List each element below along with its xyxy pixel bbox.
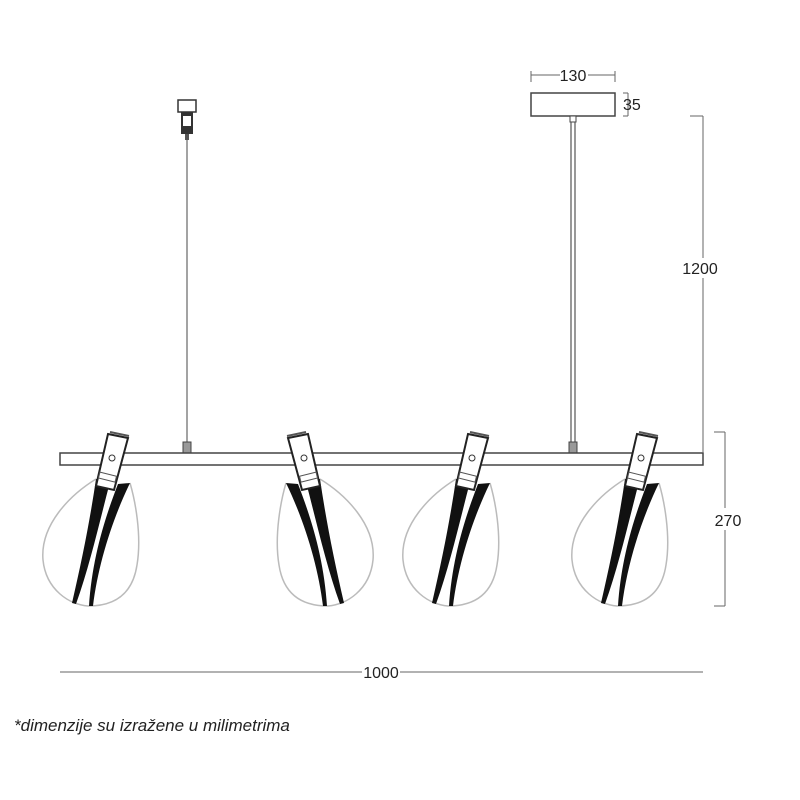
lamp-bar (59, 452, 704, 466)
canopy-height-label: 35 (623, 97, 641, 114)
dimension-canopy-width (530, 71, 616, 82)
canopy-width-label: 130 (560, 68, 587, 85)
units-footnote: *dimenzije su izražene u milimetrima (14, 716, 290, 735)
fixture-height-label: 270 (715, 513, 742, 530)
canopy-connector (569, 115, 577, 123)
dimension-suspension-length (690, 115, 704, 453)
dimension-canopy-height (623, 92, 629, 117)
ceiling-hook (177, 99, 197, 140)
dimension-fixture-height (714, 431, 726, 607)
ceiling-canopy (530, 92, 616, 117)
suspension-length-label: 1200 (682, 261, 718, 278)
total-length-label: 1000 (363, 665, 399, 682)
